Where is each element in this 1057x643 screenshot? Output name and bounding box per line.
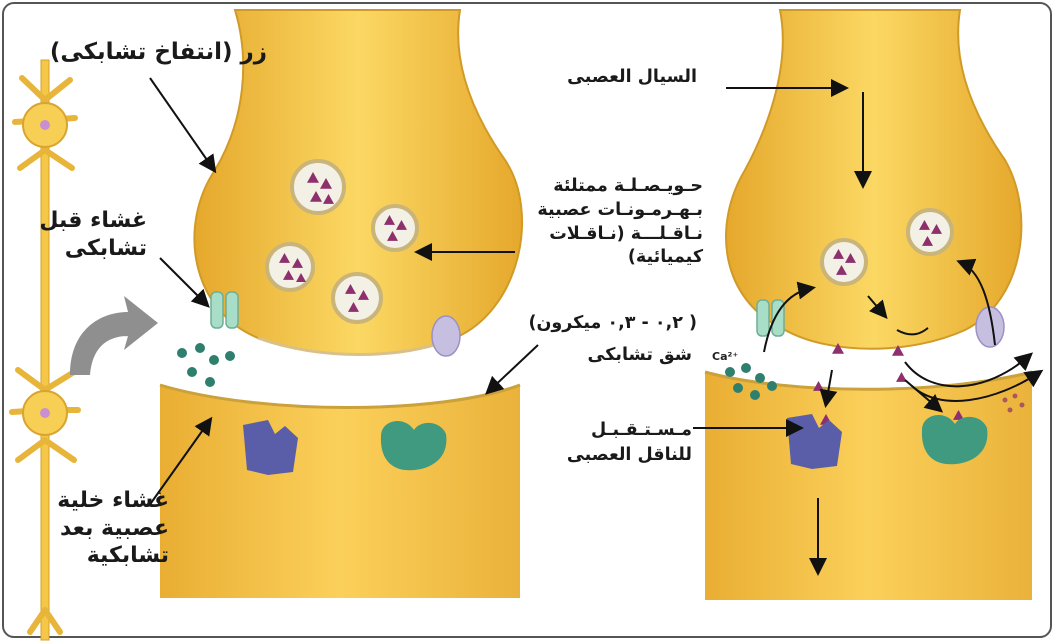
postsynaptic-membrane-label: غشاء خلية عصبية بعد تشابكية [57, 487, 169, 570]
right-synapse [705, 10, 1040, 600]
synaptic-knob-label: زر (انتفاخ تشابكى) [50, 38, 267, 67]
vesicle-label: حـويـصـلـة ممتلئة بـهـرمـونـات عصبية نـا… [537, 175, 703, 270]
nerve-impulse-label: السيال العصبى [567, 67, 697, 89]
cleft-width-label: ( ٠,٢ - ٠,٣ ميكرون) [528, 313, 697, 335]
calcium-ion-label: Ca²⁺ [712, 350, 738, 363]
left-synapse [160, 10, 522, 598]
presynaptic-membrane-label: غشاء قبل تشابكى [39, 207, 147, 262]
synaptic-cleft-label: شق تشابكى [588, 345, 692, 367]
zoom-arrow [70, 296, 158, 375]
receptor-label: مـسـتـقـبـل للناقل العصبى [567, 418, 692, 469]
